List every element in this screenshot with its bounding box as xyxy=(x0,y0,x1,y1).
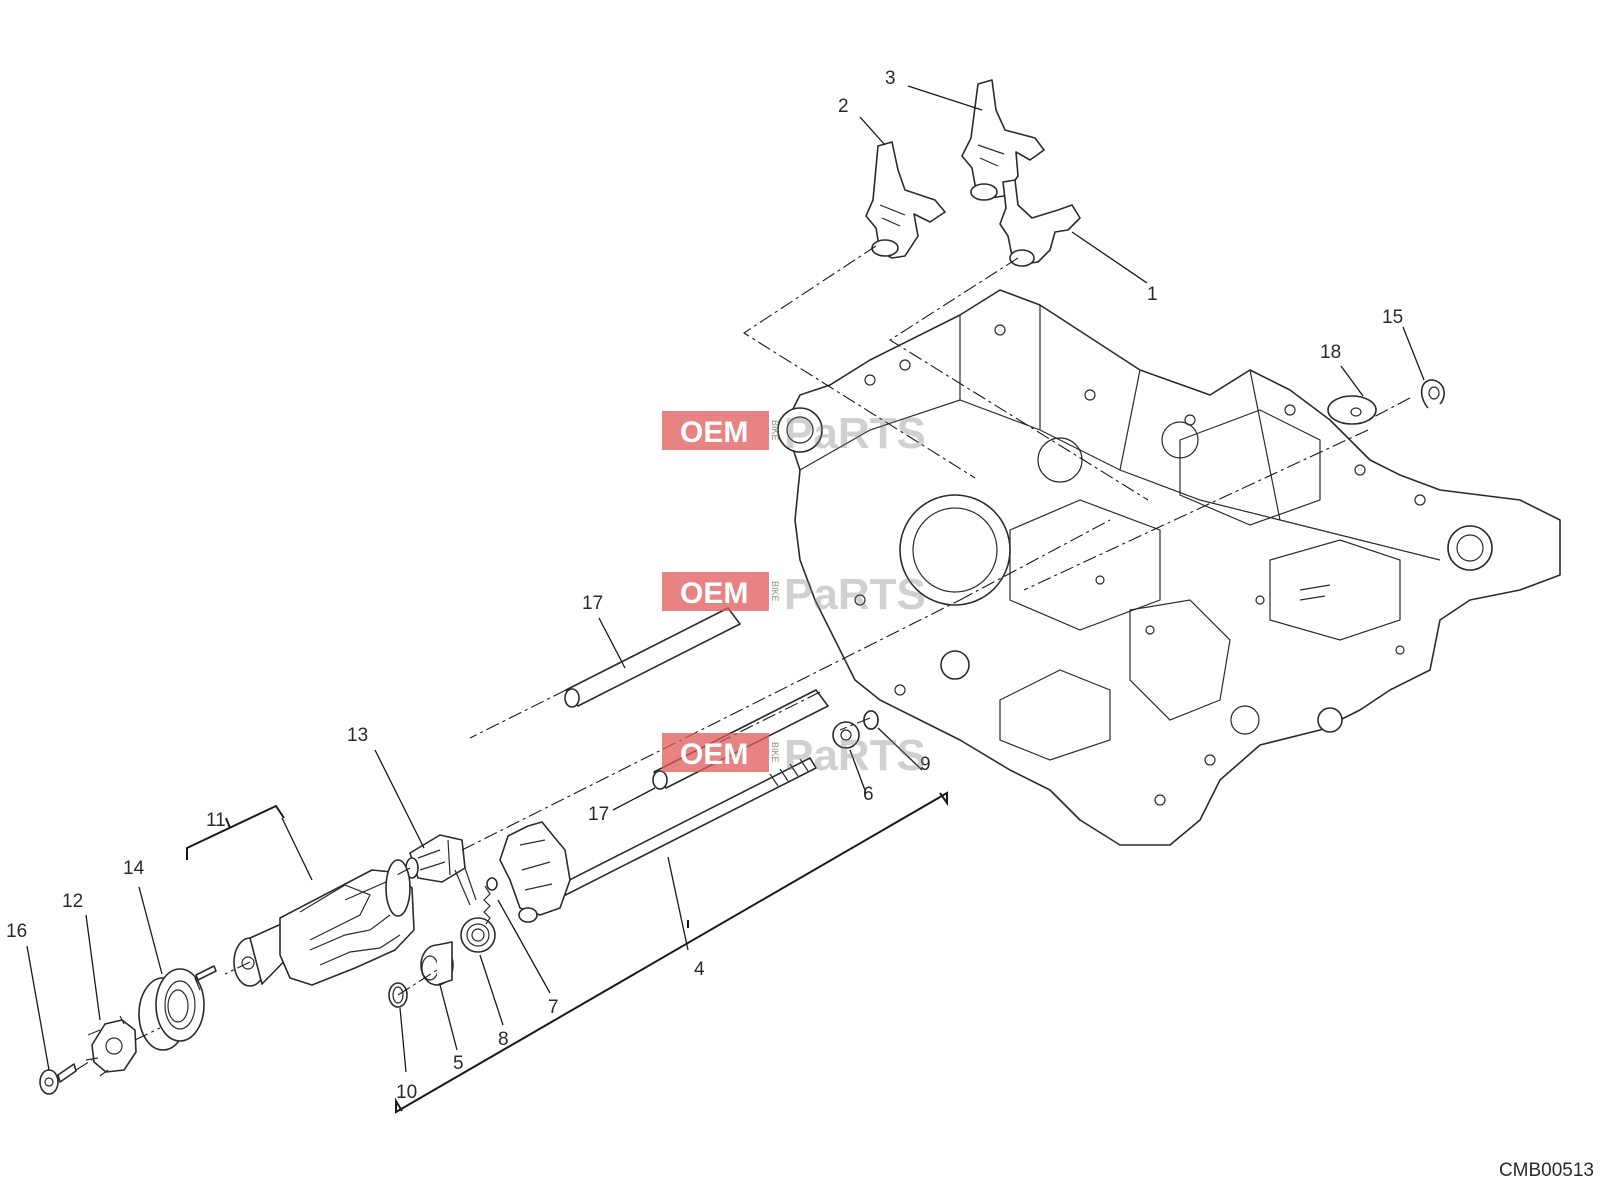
callout-12: 12 xyxy=(62,891,83,912)
callout-1: 1 xyxy=(1147,284,1158,305)
watermark-sub: BIKE xyxy=(770,742,780,763)
callout-6: 6 xyxy=(863,784,874,805)
watermark-badge xyxy=(662,411,769,450)
callout-17-upper: 17 xyxy=(582,593,603,614)
callout-16: 16 xyxy=(6,921,27,942)
leader-lines xyxy=(26,85,1425,1073)
callout-labels: 1 2 3 4 5 6 7 8 9 10 11 12 13 14 15 16 1… xyxy=(6,68,1403,1103)
watermark-badge xyxy=(662,733,769,772)
callout-3: 3 xyxy=(885,68,896,89)
shift-fork-1 xyxy=(999,179,1081,267)
detent-spring xyxy=(483,877,498,925)
watermark-3: OEM BIKE PaRTS xyxy=(662,731,926,780)
watermark-parts: PaRTS xyxy=(784,731,926,780)
callout-9: 9 xyxy=(920,754,931,775)
selector-star xyxy=(405,834,466,883)
shift-fork-3 xyxy=(961,79,1045,201)
watermark-brand: OEM xyxy=(680,577,748,610)
callout-17-lower: 17 xyxy=(588,804,609,825)
callout-13: 13 xyxy=(347,725,368,746)
star-plate xyxy=(85,1015,137,1077)
callout-14: 14 xyxy=(123,858,145,879)
callout-2: 2 xyxy=(838,96,849,117)
bushing xyxy=(420,941,454,986)
screw-16 xyxy=(39,1063,77,1095)
callout-8: 8 xyxy=(498,1029,509,1050)
watermark-2: OEM BIKE PaRTS xyxy=(662,570,926,619)
callout-10: 10 xyxy=(396,1082,417,1103)
callout-11: 11 xyxy=(206,810,226,831)
return-spring xyxy=(454,867,496,953)
callout-15: 15 xyxy=(1382,307,1403,328)
watermark: OEM BIKE PaRTS OEM BIKE PaRTS OEM BIKE P… xyxy=(662,409,926,780)
callout-5: 5 xyxy=(453,1053,464,1074)
watermark-badge xyxy=(662,572,769,611)
watermark-parts: PaRTS xyxy=(784,570,926,619)
drawing-code: CMB00513 xyxy=(1498,1160,1594,1181)
bracket-item-4 xyxy=(395,791,948,1114)
callout-18: 18 xyxy=(1320,342,1341,363)
watermark-sub: BIKE xyxy=(770,420,780,441)
fork-rod-upper xyxy=(564,607,741,708)
washer-18 xyxy=(1327,395,1377,425)
watermark-1: OEM BIKE PaRTS xyxy=(662,409,926,458)
circlip-15 xyxy=(1420,379,1445,409)
callout-4: 4 xyxy=(694,959,705,980)
shift-lever xyxy=(499,821,571,923)
watermark-brand: OEM xyxy=(680,738,748,771)
crankcase-half xyxy=(777,289,1561,846)
watermark-brand: OEM xyxy=(680,416,748,449)
bracket-item-11 xyxy=(186,804,285,860)
ball-bearing xyxy=(138,968,205,1051)
selector-drum xyxy=(233,859,415,987)
shift-fork-2 xyxy=(865,141,946,259)
dowel-pin xyxy=(195,965,217,981)
watermark-sub: BIKE xyxy=(770,581,780,602)
watermark-parts: PaRTS xyxy=(784,409,926,458)
callout-7: 7 xyxy=(548,997,559,1018)
